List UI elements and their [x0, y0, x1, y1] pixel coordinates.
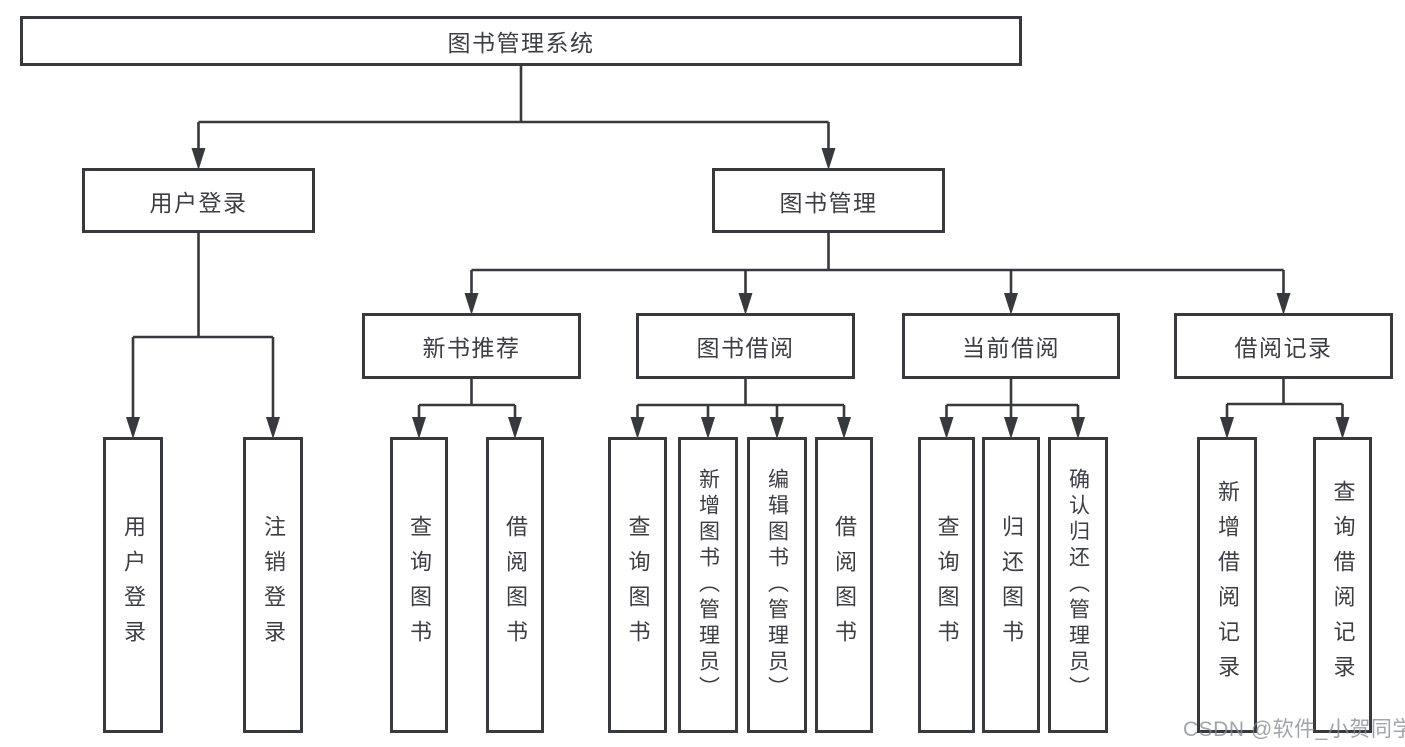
- node-bb-edit-book-admin: 编辑图书（管理员）: [747, 437, 807, 733]
- node-book-management: 图书管理: [712, 168, 945, 233]
- arrowhead-icon: [1071, 417, 1085, 439]
- node-label: 新增图书（管理员）: [696, 468, 720, 702]
- node-bb-add-book-admin: 新增图书（管理员）: [678, 437, 738, 733]
- node-label: 借阅图书: [503, 515, 528, 655]
- node-new-book-recommend: 新书推荐: [362, 313, 581, 379]
- node-label: 图书管理系统: [447, 30, 595, 56]
- node-label: 查询图书: [625, 515, 651, 655]
- connector: [417, 379, 517, 421]
- node-book-borrow: 图书借阅: [636, 313, 855, 379]
- arrowhead-icon: [1220, 417, 1234, 439]
- node-cb-confirm-return-admin: 确认归还（管理员）: [1048, 437, 1108, 733]
- node-label: 当前借阅: [962, 335, 1060, 361]
- connector: [470, 233, 1285, 297]
- node-label: 用户登录: [121, 515, 146, 655]
- node-cb-query-book: 查询图书: [918, 437, 975, 733]
- node-nbr-borrow-book: 借阅图书: [486, 437, 544, 733]
- watermark: CSDN @软件_小贺同学: [1183, 718, 1405, 741]
- node-logout-action: 注销登录: [243, 437, 303, 733]
- arrowhead-icon: [464, 293, 479, 315]
- arrowhead-icon: [770, 417, 784, 439]
- node-label: 新增借阅记录: [1215, 480, 1240, 690]
- arrowhead-icon: [738, 293, 753, 315]
- node-label: 确认归还（管理员）: [1066, 468, 1090, 702]
- node-user-login: 用户登录: [82, 168, 315, 233]
- arrowhead-icon: [412, 417, 426, 439]
- node-label: 图书借阅: [696, 335, 795, 361]
- arrowhead-icon: [821, 148, 836, 170]
- connector: [197, 66, 830, 152]
- connector: [945, 379, 1080, 421]
- arrowhead-icon: [191, 148, 206, 170]
- node-system: 图书管理系统: [20, 16, 1022, 66]
- node-current-borrow: 当前借阅: [902, 313, 1120, 379]
- arrowhead-icon: [266, 417, 280, 439]
- connector: [1225, 379, 1344, 421]
- node-nbr-query-book: 查询图书: [390, 437, 448, 733]
- arrowhead-icon: [508, 417, 522, 439]
- arrowhead-icon: [701, 417, 715, 439]
- node-label: 借阅图书: [832, 515, 857, 655]
- connector: [131, 233, 275, 421]
- arrowhead-icon: [939, 417, 954, 439]
- arrowhead-icon: [1004, 293, 1018, 315]
- node-bb-query-book: 查询图书: [608, 437, 667, 733]
- node-br-add-record: 新增借阅记录: [1197, 437, 1257, 733]
- arrowhead-icon: [837, 417, 851, 439]
- node-cb-return-book: 归还图书: [982, 437, 1040, 733]
- node-bb-borrow-book: 借阅图书: [815, 437, 873, 733]
- arrowhead-icon: [1004, 417, 1018, 439]
- node-label: 编辑图书（管理员）: [765, 468, 789, 702]
- node-label: 借阅记录: [1234, 335, 1333, 361]
- node-br-query-record: 查询借阅记录: [1313, 437, 1372, 733]
- arrowhead-icon: [630, 417, 645, 439]
- node-label: 归还图书: [999, 515, 1024, 655]
- node-borrow-record: 借阅记录: [1174, 313, 1393, 379]
- node-label: 查询借阅记录: [1330, 480, 1356, 690]
- connector: [636, 379, 846, 421]
- node-label: 用户登录: [149, 189, 248, 216]
- node-label: 图书管理: [779, 189, 878, 216]
- arrowhead-icon: [1335, 417, 1350, 439]
- node-label: 注销登录: [261, 515, 286, 655]
- node-label: 查询图书: [934, 515, 960, 655]
- node-user-login-action: 用户登录: [103, 437, 163, 733]
- node-label: 新书推荐: [422, 335, 521, 361]
- arrowhead-icon: [126, 417, 140, 439]
- arrowhead-icon: [1276, 293, 1291, 315]
- node-label: 查询图书: [407, 515, 432, 655]
